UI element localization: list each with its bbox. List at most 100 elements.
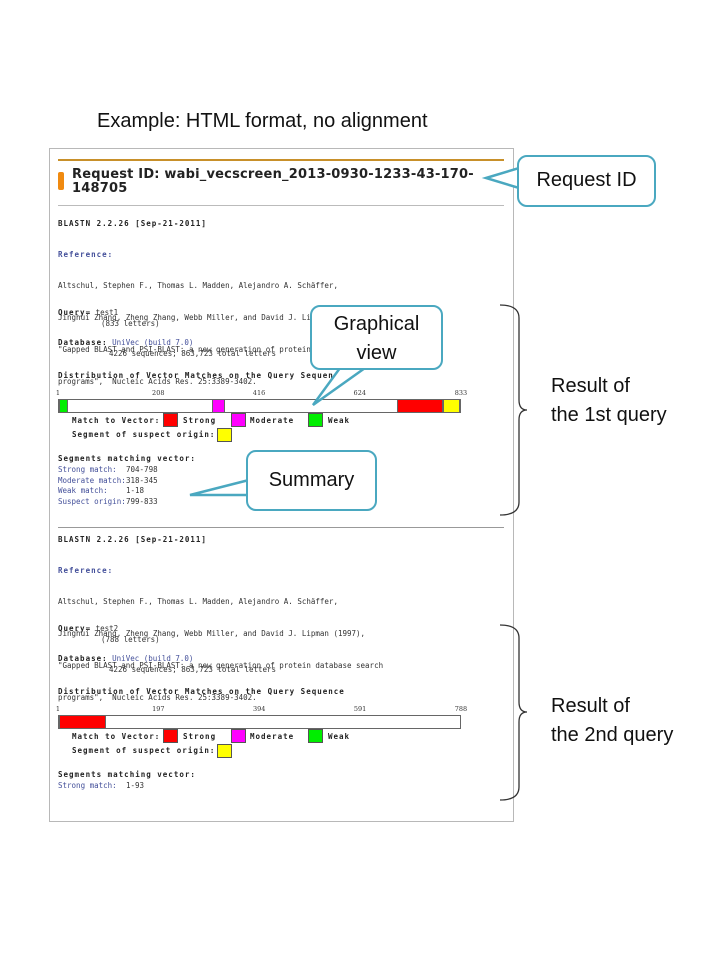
summary-range: 704-798	[126, 465, 158, 474]
result-1-label: Result of the 1st query	[551, 372, 667, 430]
legend-strong-swatch	[163, 729, 178, 743]
tick-label: 1	[55, 705, 61, 713]
summary-label: Suspect origin:	[58, 496, 126, 506]
database-line: Database: UniVec (build 7.0)	[58, 654, 193, 665]
query-name: test1	[95, 308, 119, 317]
summary-range: 318-345	[126, 475, 158, 485]
query-sequence-bar	[58, 399, 461, 413]
query-result-2: BLASTN 2.2.26 [Sep-21-2011] Reference: A…	[0, 535, 720, 835]
legend-weak-label: Weak	[328, 732, 351, 741]
database-line: Database: UniVec (build 7.0)	[58, 338, 193, 349]
program-version: BLASTN 2.2.26 [Sep-21-2011]	[58, 535, 207, 544]
callout-pointer	[311, 366, 366, 407]
bullet-marker-icon	[58, 172, 64, 190]
tick-label: 624	[353, 389, 366, 397]
summary-label: Weak match:	[58, 486, 108, 496]
database-label: Database:	[58, 338, 108, 347]
summary-range: 1-18	[126, 486, 145, 496]
summary-row: Strong match: 1-93	[58, 781, 144, 792]
database-label: Database:	[58, 654, 108, 663]
query-line: Query= test1	[58, 308, 118, 319]
tick-label: 394	[253, 705, 266, 713]
summary-range: 799-833	[126, 496, 158, 506]
legend-moderate-swatch	[231, 729, 246, 743]
segment-strong	[59, 716, 107, 728]
tick-label: 1	[55, 389, 61, 397]
reference-label: Reference:	[58, 250, 114, 259]
legend-suspect-swatch	[217, 744, 232, 758]
legend-weak-swatch	[308, 729, 323, 743]
slide-title: Example: HTML format, no alignment	[97, 110, 428, 132]
callout-pointer	[189, 478, 250, 497]
query-label: Query=	[58, 308, 92, 317]
tick-label: 197	[152, 705, 165, 713]
reference-line: Jinghui Zhang, Zheng Zhang, Webb Miller,…	[58, 628, 366, 638]
legend-suspect-label: Segment of suspect origin:	[72, 430, 216, 439]
summary-row: Strong match: 704-798	[58, 465, 158, 476]
summary-label: Moderate match:	[58, 475, 126, 485]
query-length: (788 letters)	[101, 635, 160, 644]
segments-title: Segments matching vector:	[58, 770, 196, 779]
tick-label: 833	[454, 389, 468, 397]
segment-suspect	[443, 400, 460, 412]
header-divider	[58, 205, 504, 206]
legend-moderate-swatch	[231, 413, 246, 427]
summary-range: 1-93	[126, 781, 145, 790]
summary-row: Moderate match:318-345	[58, 476, 158, 487]
legend-strong-swatch	[163, 413, 178, 427]
tick-label: 416	[252, 389, 266, 397]
query-length: (833 letters)	[101, 319, 160, 328]
brace-1-icon	[499, 304, 528, 516]
reference-line: "Gapped BLAST and PSI-BLAST: a new gener…	[58, 660, 384, 670]
legend-match-label: Match to Vector:	[72, 732, 161, 741]
reference-line: Altschul, Stephen F., Thomas L. Madden, …	[58, 281, 338, 291]
summary-label: Strong match:	[58, 465, 117, 474]
reference-line: programs", Nucleic Acids Res. 25:3389-34…	[58, 692, 257, 702]
header-divider	[58, 159, 504, 161]
database-stats: 4226 sequences; 863,723 total letters	[109, 349, 277, 358]
legend-match-label: Match to Vector:	[72, 416, 161, 425]
legend-moderate-label: Moderate	[250, 416, 295, 425]
callout-graphical-view: Graphical view	[310, 305, 443, 370]
summary-row: Suspect origin:799-833	[58, 497, 158, 508]
segments-summary: Strong match: 1-93	[58, 781, 144, 792]
reference-line: programs", Nucleic Acids Res. 25:3389-34…	[58, 376, 257, 386]
query-divider	[58, 527, 504, 528]
tick-label: 208	[152, 389, 165, 397]
legend-strong-label: Strong	[183, 416, 217, 425]
brace-2-icon	[499, 624, 528, 801]
database-name: UniVec (build 7.0)	[112, 654, 194, 663]
query-line: Query= test2	[58, 624, 118, 635]
result-2-line: Result of	[551, 695, 630, 717]
callout-request-id: Request ID	[517, 155, 656, 207]
reference-label: Reference:	[58, 566, 114, 575]
tick-label: 591	[353, 705, 367, 713]
database-stats: 4226 sequences; 863,723 total letters	[109, 665, 277, 674]
legend-moderate-label: Moderate	[250, 732, 295, 741]
result-1-line: the 1st query	[551, 404, 667, 426]
summary-label: Strong match:	[58, 781, 117, 790]
callout-summary: Summary	[246, 450, 377, 511]
legend-suspect-swatch	[217, 428, 232, 442]
callout-pointer	[481, 166, 521, 190]
reference-citation: Altschul, Stephen F., Thomas L. Madden, …	[58, 576, 383, 724]
query-sequence-bar	[58, 715, 461, 729]
query-label: Query=	[58, 624, 92, 633]
legend-weak-label: Weak	[328, 416, 351, 425]
database-name: UniVec (build 7.0)	[112, 338, 194, 347]
reference-line: Altschul, Stephen F., Thomas L. Madden, …	[58, 597, 338, 607]
tick-label: 788	[454, 705, 468, 713]
distribution-title: Distribution of Vector Matches on the Qu…	[58, 371, 345, 380]
summary-row: Weak match: 1-18	[58, 486, 158, 497]
legend-strong-label: Strong	[183, 732, 217, 741]
segments-title: Segments matching vector:	[58, 454, 196, 463]
program-version: BLASTN 2.2.26 [Sep-21-2011]	[58, 219, 207, 228]
request-id-heading: Request ID: wabi_vecscreen_2013-0930-123…	[72, 167, 474, 196]
result-1-line: Result of	[551, 375, 630, 397]
segment-weak	[59, 400, 68, 412]
segment-moderate	[211, 400, 226, 412]
segment-strong	[397, 400, 444, 412]
